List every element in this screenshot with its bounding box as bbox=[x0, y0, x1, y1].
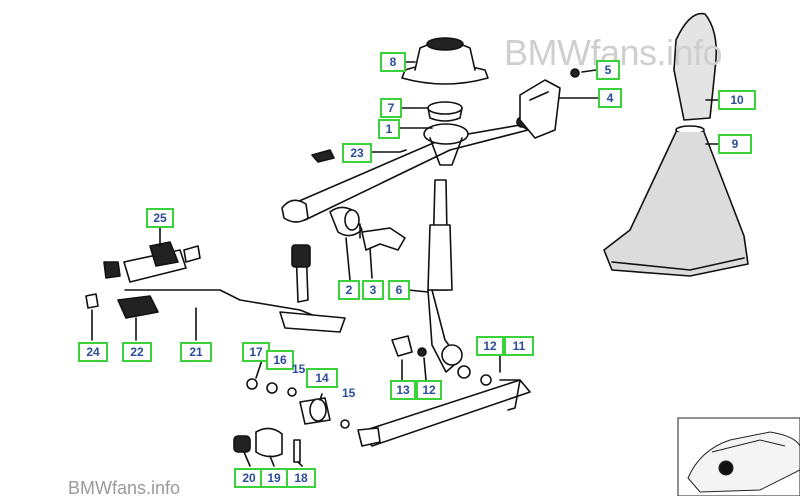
callout-11[interactable]: 11 bbox=[504, 336, 534, 356]
part-12-washer bbox=[417, 347, 427, 357]
part-1-lever bbox=[281, 116, 529, 223]
part-19-bushing bbox=[255, 427, 283, 458]
callout-12-lower[interactable]: 12 bbox=[416, 380, 442, 400]
part-4-bracket bbox=[519, 79, 561, 139]
callout-14[interactable]: 14 bbox=[306, 368, 338, 388]
callout-13[interactable]: 13 bbox=[390, 380, 416, 400]
part-18-pin bbox=[293, 439, 301, 463]
callout-15-lower[interactable]: 15 bbox=[342, 386, 356, 400]
car-location-thumbnail bbox=[677, 417, 800, 496]
callout-19[interactable]: 19 bbox=[260, 468, 288, 488]
callout-12-upper[interactable]: 12 bbox=[476, 336, 504, 356]
callout-25[interactable]: 25 bbox=[146, 208, 174, 228]
part-25-switch bbox=[103, 241, 201, 283]
part-22-clip bbox=[117, 295, 159, 319]
part-10-knob bbox=[673, 12, 718, 121]
part-16-washer bbox=[266, 382, 278, 394]
part-15-washer bbox=[287, 387, 297, 397]
part-17-washer bbox=[246, 378, 258, 390]
callout-10[interactable]: 10 bbox=[718, 90, 756, 110]
part-7-bushing bbox=[427, 101, 463, 122]
watermark-text-bottom: BMWfans.info bbox=[68, 478, 181, 498]
selector-rod bbox=[357, 379, 531, 447]
part-5-nut bbox=[570, 68, 580, 78]
callout-9[interactable]: 9 bbox=[718, 134, 752, 154]
callout-16[interactable]: 16 bbox=[266, 350, 294, 370]
callout-7[interactable]: 7 bbox=[380, 98, 402, 118]
part-14-joint bbox=[299, 397, 331, 425]
part-23-clip bbox=[311, 149, 335, 163]
callout-3[interactable]: 3 bbox=[362, 280, 384, 300]
callout-23[interactable]: 23 bbox=[342, 143, 372, 163]
callout-24[interactable]: 24 bbox=[78, 342, 108, 362]
part-21-cable bbox=[124, 289, 321, 319]
part-11-washer bbox=[480, 374, 492, 386]
part-15b-washer bbox=[340, 419, 350, 429]
part-20-cap bbox=[233, 435, 251, 453]
callout-2[interactable]: 2 bbox=[338, 280, 360, 300]
part-24-clip bbox=[85, 293, 99, 309]
callout-15-upper[interactable]: 15 bbox=[292, 362, 306, 376]
callout-6[interactable]: 6 bbox=[388, 280, 410, 300]
callout-21[interactable]: 21 bbox=[180, 342, 212, 362]
part-8-cover bbox=[401, 37, 489, 85]
callout-4[interactable]: 4 bbox=[598, 88, 622, 108]
callout-5[interactable]: 5 bbox=[596, 60, 620, 80]
part-6-rod bbox=[427, 179, 463, 373]
part-13-clip bbox=[391, 335, 413, 357]
callout-8[interactable]: 8 bbox=[380, 52, 406, 72]
callout-22[interactable]: 22 bbox=[122, 342, 152, 362]
part-2-bushing bbox=[329, 206, 363, 237]
callout-1[interactable]: 1 bbox=[378, 119, 400, 139]
part-3-clip bbox=[361, 227, 406, 251]
part-9-boot bbox=[603, 125, 749, 277]
callout-18[interactable]: 18 bbox=[286, 468, 316, 488]
part-12-bushing bbox=[457, 365, 471, 379]
